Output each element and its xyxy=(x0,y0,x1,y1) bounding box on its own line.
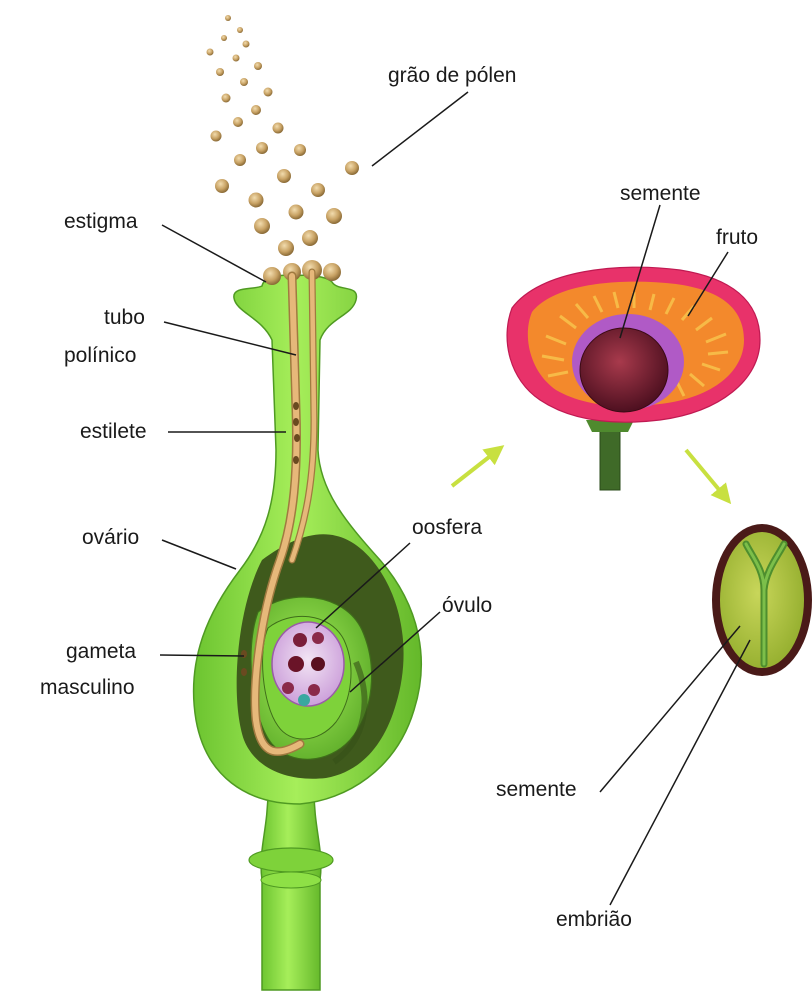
label-tubo-polinico-line1: tubo xyxy=(104,306,145,330)
pistil xyxy=(194,260,422,990)
label-oosfera: oosfera xyxy=(412,516,482,540)
arrow-to-fruit xyxy=(452,450,498,486)
fruit xyxy=(507,267,760,490)
pollen-grains xyxy=(207,15,360,256)
label-embriao: embrião xyxy=(556,908,632,932)
label-grao-de-polen: grão de pólen xyxy=(388,64,516,88)
label-tubo-polinico-line2: polínico xyxy=(64,344,136,368)
label-fruto: fruto xyxy=(716,226,758,250)
label-gameta-line2: masculino xyxy=(40,676,135,700)
label-estilete: estilete xyxy=(80,420,147,444)
label-estigma: estigma xyxy=(64,210,138,234)
seed xyxy=(712,524,812,676)
label-semente-fruit: semente xyxy=(620,182,701,206)
arrow-to-seed xyxy=(686,450,726,498)
label-ovario: ovário xyxy=(82,526,139,550)
label-semente-seed: semente xyxy=(496,778,577,802)
label-gameta-line1: gameta xyxy=(66,640,136,664)
label-ovulo: óvulo xyxy=(442,594,492,618)
